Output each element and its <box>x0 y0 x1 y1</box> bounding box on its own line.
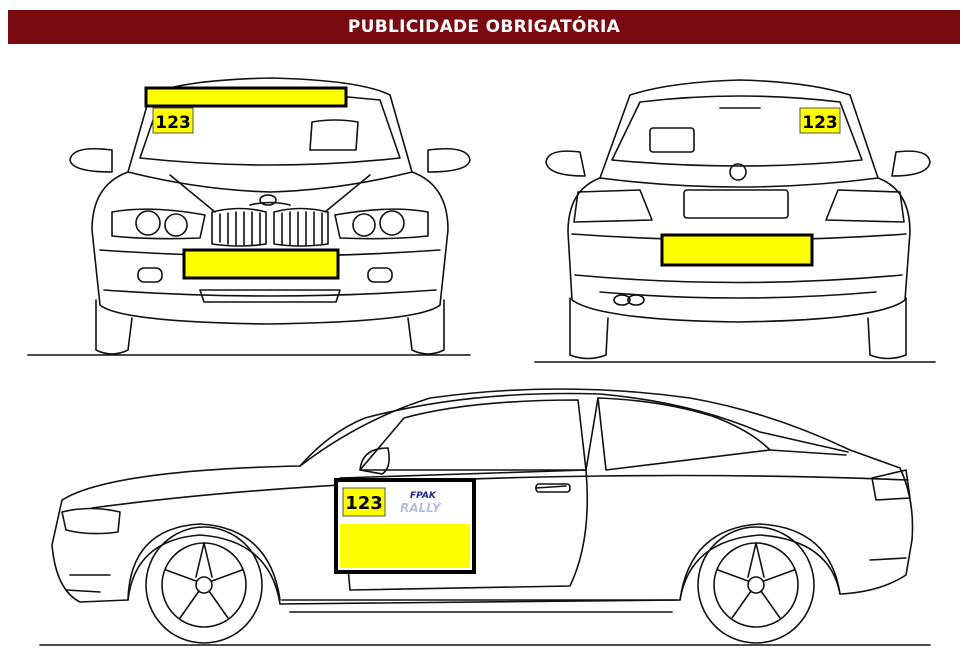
sticker-areas: 123 123 123 FPAK RALLY <box>144 86 841 574</box>
front-windshield-number-plate <box>152 107 194 134</box>
org-logo-line1: FPAK <box>410 491 437 501</box>
org-logo-line2: RALLY <box>400 501 442 515</box>
rear-windshield-number: 123 <box>802 113 838 133</box>
side-view-car <box>39 388 931 646</box>
page-title-banner: PUBLICIDADE OBRIGATÓRIA <box>8 10 960 44</box>
front-windshield-number: 123 <box>155 113 191 133</box>
front-view-car <box>27 77 471 356</box>
rear-plate-area <box>660 233 814 267</box>
door-panel-yellow-area <box>340 524 470 568</box>
front-plate-area <box>182 248 340 280</box>
rear-view-car <box>534 79 936 363</box>
page-title: PUBLICIDADE OBRIGATÓRIA <box>347 17 621 37</box>
door-number-plate <box>342 487 386 517</box>
front-windshield-banner-area <box>144 86 348 108</box>
door-number: 123 <box>345 493 383 514</box>
rear-windshield-number-plate <box>799 107 841 134</box>
